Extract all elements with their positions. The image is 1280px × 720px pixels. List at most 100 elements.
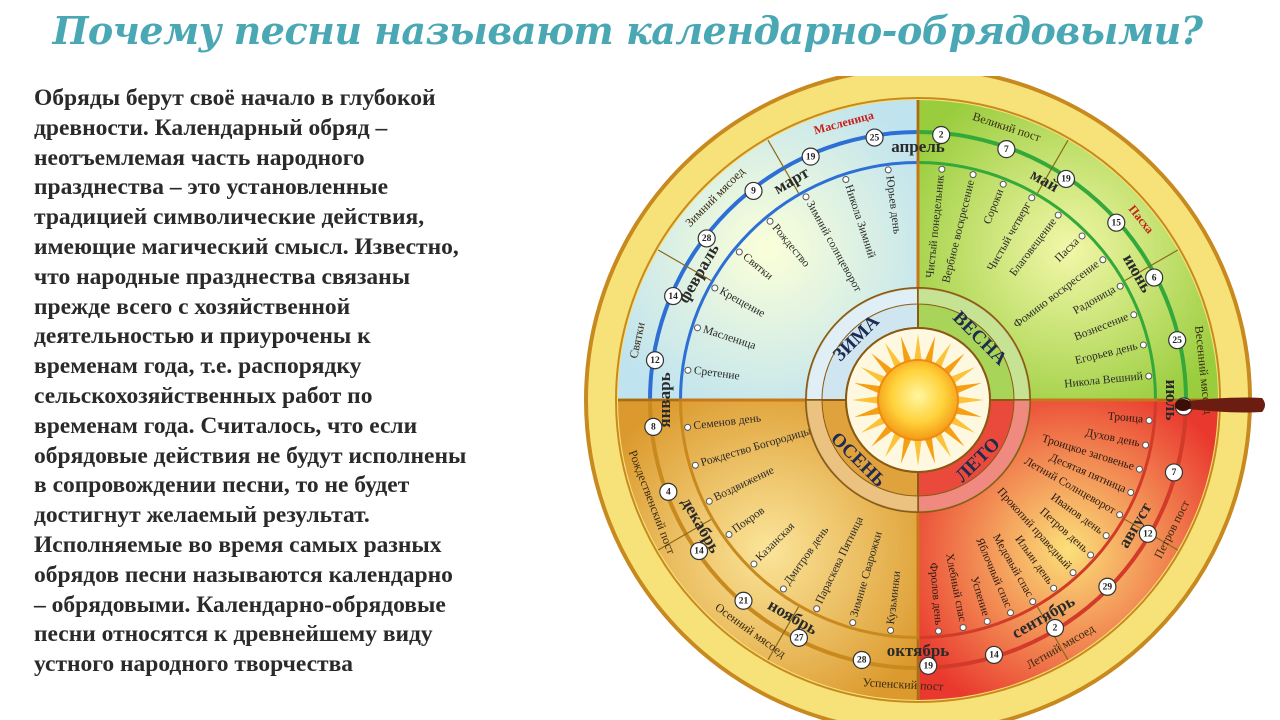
holiday-label: Фролов день <box>927 562 944 625</box>
holiday-dot <box>849 619 857 627</box>
page-title: Почему песни называют календарно-обрядов… <box>52 8 1203 53</box>
date-number: 2 <box>1053 624 1058 634</box>
holiday-dot <box>1069 569 1077 577</box>
holiday-label: Троица <box>1107 411 1143 426</box>
date-number: 14 <box>668 292 678 302</box>
date-badge <box>1098 577 1117 596</box>
holiday-dot <box>1145 372 1153 380</box>
body-text-line: неотъемлемая часть народного <box>34 144 365 171</box>
holiday-dot <box>935 627 943 635</box>
body-text-line: сельскохозяйственных работ по <box>34 382 373 409</box>
holiday-dot <box>1050 584 1058 592</box>
body-text-line: временам года, т.е. распорядку <box>34 353 362 380</box>
date-badge <box>1045 618 1065 638</box>
month-divider <box>767 606 800 661</box>
holiday-dot <box>983 617 991 625</box>
holiday-dot <box>813 605 821 613</box>
date-number: 28 <box>702 234 712 244</box>
month-label: апрель <box>891 137 945 156</box>
holiday-dot <box>999 180 1007 188</box>
date-number: 25 <box>870 133 880 143</box>
month-divider <box>657 518 712 551</box>
body-text-line: Исполняемые во время самых разных <box>34 531 442 558</box>
date-badge <box>689 541 709 561</box>
date-number: 19 <box>1061 175 1071 185</box>
date-badge <box>1056 169 1076 189</box>
holiday-dot <box>711 284 719 292</box>
date-number: 14 <box>694 547 704 557</box>
date-badge <box>1138 524 1157 543</box>
body-text-line: достигнут желаемый результат. <box>34 502 370 529</box>
holiday-dot <box>842 176 850 184</box>
holiday-dot <box>1127 489 1135 497</box>
date-number: 28 <box>857 656 867 666</box>
date-badge <box>645 351 665 370</box>
holiday-dot <box>766 217 774 225</box>
holiday-dot <box>959 624 967 632</box>
date-number: 6 <box>1152 273 1157 283</box>
month-label: октябрь <box>887 641 950 660</box>
body-text-line: – обрядовыми. Календарно-обрядовые <box>34 591 446 618</box>
holiday-dot <box>684 423 692 431</box>
holiday-dot <box>1054 211 1062 219</box>
holiday-label: Сретение <box>693 365 740 383</box>
holiday-dot <box>1116 282 1124 290</box>
fast-label: Успенский пост <box>862 675 944 693</box>
month-divider <box>657 249 712 282</box>
date-badge <box>697 229 716 248</box>
body-text-line: древности. Календарный обряд – <box>34 114 388 141</box>
date-number: 19 <box>806 152 816 162</box>
date-badge <box>734 591 753 610</box>
date-badge <box>789 628 808 647</box>
holiday-dot <box>1029 598 1037 606</box>
body-text-line: песни относятся к древнейшему виду <box>34 621 433 648</box>
holiday-dot <box>1102 532 1110 540</box>
date-number: 7 <box>1172 468 1177 478</box>
date-number: 7 <box>1004 145 1009 155</box>
holiday-dot <box>1099 256 1107 264</box>
holiday-dot <box>725 531 733 539</box>
sun-icon <box>852 334 984 466</box>
date-number: 15 <box>1112 218 1122 228</box>
holiday-dot <box>735 248 743 256</box>
date-badge <box>801 147 820 166</box>
date-number: 29 <box>1103 582 1113 592</box>
body-text-line: обрядов песни называются календарно <box>34 561 453 588</box>
holiday-dot <box>1028 194 1036 202</box>
brush-icon <box>1175 397 1265 413</box>
holiday-dot <box>1130 311 1138 319</box>
holiday-dot <box>1007 609 1015 617</box>
body-text-line: имеющие магический смысл. Известно, <box>34 233 459 260</box>
date-badge <box>1145 268 1164 287</box>
holiday-dot <box>1145 417 1153 425</box>
date-number: 8 <box>651 423 656 433</box>
holiday-dot <box>750 560 758 568</box>
holiday-dot <box>691 461 699 469</box>
body-text-line: прежде всего с хозяйственной <box>34 293 351 320</box>
holiday-dot <box>1139 341 1147 349</box>
date-badge <box>932 125 951 145</box>
month-divider <box>767 139 800 194</box>
date-badge <box>659 482 678 501</box>
date-number: 12 <box>650 356 660 366</box>
date-badge <box>1164 463 1184 482</box>
holiday-dot <box>1078 232 1086 240</box>
date-number: 9 <box>751 187 756 197</box>
date-badge <box>1168 331 1187 350</box>
date-badge <box>984 645 1004 665</box>
body-text-line: традицией символические действия, <box>34 204 425 231</box>
date-number: 14 <box>989 651 999 661</box>
month-divider <box>1036 139 1069 194</box>
date-badge <box>744 181 763 201</box>
body-text-line: временам года. Считалось, что если <box>34 412 418 439</box>
body-text-line: обрядовые действия не будут исполнены <box>34 442 467 469</box>
body-text-line: празднества – это установленные <box>34 174 389 201</box>
holiday-dot <box>1116 511 1124 519</box>
date-number: 21 <box>739 596 749 606</box>
date-number: 19 <box>923 661 933 671</box>
holiday-dot <box>779 585 787 593</box>
date-badge <box>919 656 938 675</box>
date-number: 27 <box>794 634 804 644</box>
body-text-line: что народные празднества связаны <box>34 263 411 290</box>
holiday-dot <box>1087 551 1095 559</box>
